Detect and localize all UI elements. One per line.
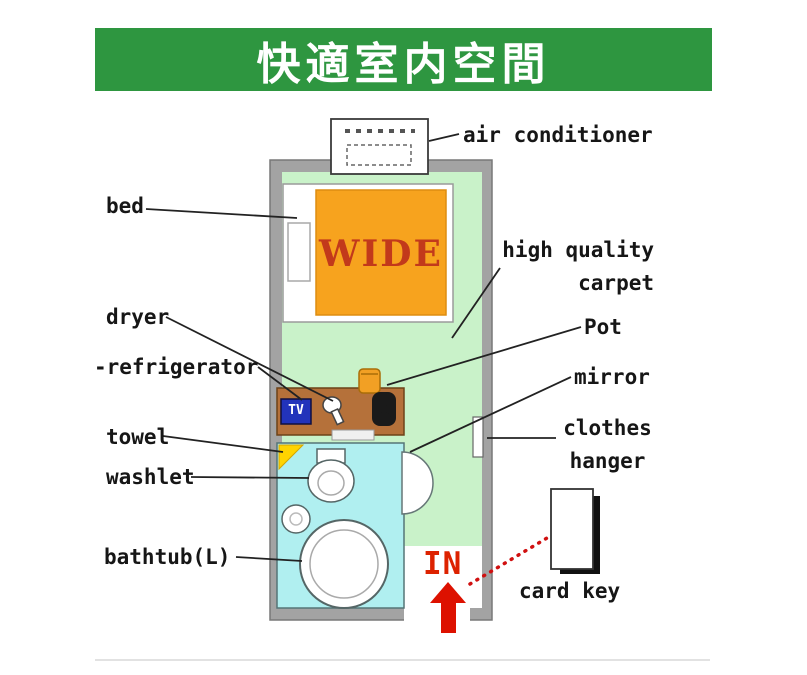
telephone-earpiece (377, 392, 391, 406)
bed-wide-tag: WIDE (319, 233, 443, 275)
pot-item (358, 368, 381, 394)
card-key-item (550, 488, 594, 570)
bathtub-inner (309, 529, 379, 599)
connector-mirror (409, 376, 572, 453)
connector-refrigerator (257, 366, 303, 401)
label-refrigerator: -refrigerator (94, 355, 259, 379)
card-key-dotted-path (468, 536, 549, 586)
tv-label: TV (288, 403, 304, 418)
tv-set (280, 398, 312, 425)
label-high-quality-line2: carpet (578, 270, 654, 295)
connector-carpet (451, 267, 501, 339)
ac-panel (346, 144, 412, 166)
label-clothes-line1: clothes (563, 416, 652, 440)
label-washlet: washlet (106, 465, 195, 489)
connector-pot (386, 326, 582, 386)
washlet-seat (317, 470, 345, 496)
title-banner: 快適室内空間 (95, 28, 712, 91)
label-clothes-line2: hanger (569, 448, 646, 473)
telephone-mouthpiece (377, 412, 391, 426)
sink (281, 504, 311, 534)
label-high-quality-line1: high quality (502, 238, 654, 262)
in-arrow (430, 582, 466, 633)
connector-bathtub (235, 556, 303, 562)
connector-towel (162, 435, 284, 453)
label-towel: towel (106, 425, 170, 449)
bathtub (299, 519, 389, 609)
label-pot: Pot (584, 315, 622, 339)
label-dryer: dryer (106, 305, 170, 329)
towel-item (278, 444, 305, 471)
label-clothes-hanger: clothes hanger (560, 412, 655, 477)
clothes-hanger-rack (472, 416, 484, 458)
label-bathtub: bathtub(L) (104, 545, 231, 569)
washlet-bowl (307, 459, 355, 503)
door-opening (404, 606, 470, 622)
in-label: IN (423, 546, 463, 582)
label-air-conditioner: air conditioner (463, 123, 653, 147)
bed-blanket (315, 189, 447, 316)
label-mirror: mirror (574, 365, 650, 389)
sink-drain (289, 512, 303, 526)
bathroom-door (401, 451, 434, 515)
label-high-quality-carpet: high quality carpet (502, 234, 654, 299)
page-title: 快適室内空間 (256, 38, 551, 90)
footer-divider (95, 659, 710, 661)
connector-washlet (190, 476, 310, 479)
connector-air-conditioner (428, 133, 460, 142)
bed-pillow (287, 222, 311, 282)
label-bed: bed (106, 194, 144, 218)
desk-drawer (331, 429, 375, 441)
connector-dryer (165, 316, 334, 402)
label-card-key: card key (519, 579, 621, 603)
connector-bed (145, 208, 298, 219)
dryer-handle (330, 407, 345, 426)
